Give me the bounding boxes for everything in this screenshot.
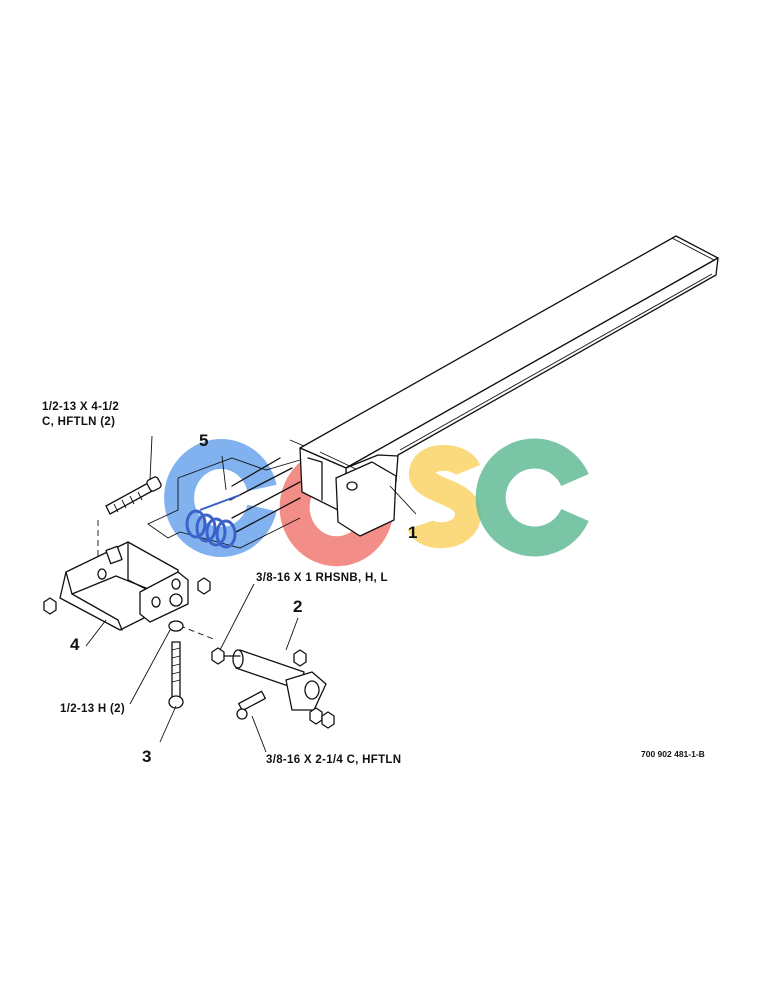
callout-item-5: 5 (199, 431, 208, 450)
callout-item-3: 3 (142, 747, 151, 766)
bolt-top (105, 476, 162, 515)
label-bolt-top-line2: C, HFTLN (2) (42, 416, 115, 428)
watermark-letter-s (407, 444, 481, 549)
leader-lines (85, 435, 417, 753)
coil-spring-icon (185, 494, 241, 549)
bolt-bottom-left (168, 620, 184, 709)
callout-item-2: 2 (293, 597, 302, 616)
watermark-letter-c1 (164, 439, 277, 557)
tube-arm (289, 235, 719, 537)
guide-lines (97, 520, 217, 641)
label-hex-nut: 1/2-13 H (2) (60, 703, 125, 715)
labels: 1/2-13 X 4-1/2 C, HFTLN (2) 5 1 2 4 3 3/… (42, 401, 705, 766)
label-rhsnb: 3/8-16 X 1 RHSNB, H, L (256, 572, 388, 584)
watermark-letter-c2 (475, 438, 589, 557)
drawing-number: 700 902 481-1-B (641, 749, 705, 759)
label-bolt-bottom: 3/8-16 X 2-1/4 C, HFTLN (266, 754, 401, 766)
callout-item-1: 1 (408, 523, 417, 542)
pin-roller (211, 647, 335, 729)
label-bolt-top-line1: 1/2-13 X 4-1/2 (42, 401, 119, 413)
bracket-channel (43, 541, 211, 631)
callout-item-4: 4 (70, 635, 80, 654)
